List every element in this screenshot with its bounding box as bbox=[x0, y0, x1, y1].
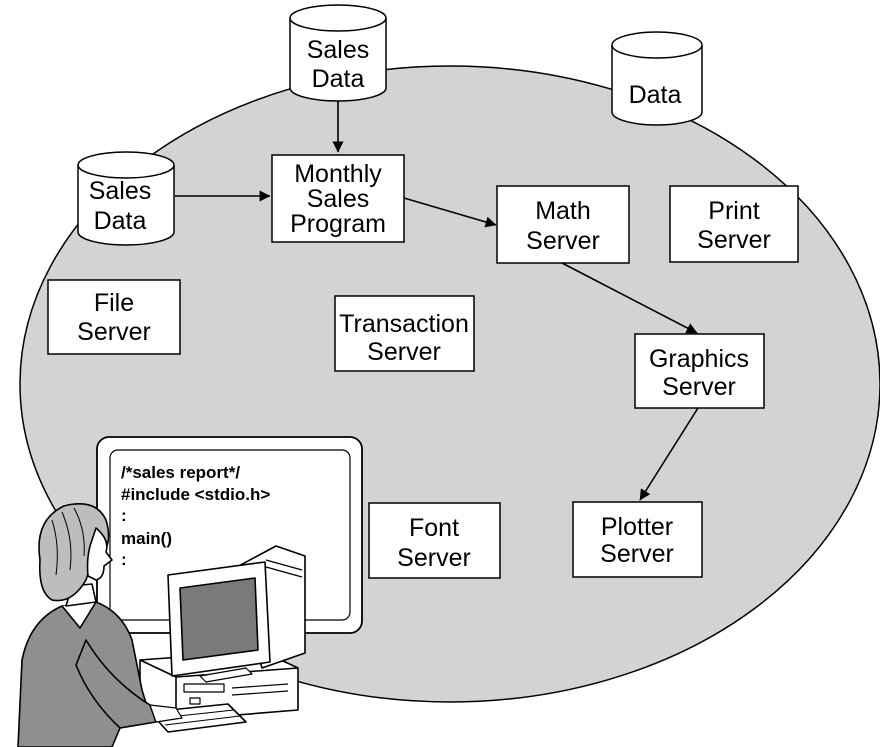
monthly-sales-program-box[interactable]: Monthly Sales Program bbox=[271, 154, 405, 243]
transaction-server-label-line1: Transaction bbox=[339, 310, 469, 338]
graphics-server-label-line1: Graphics bbox=[649, 345, 749, 373]
transaction-server-box[interactable]: Transaction Server bbox=[334, 295, 475, 372]
transaction-server-label-line2: Server bbox=[367, 338, 441, 366]
sales-data-top-label-line1: Sales bbox=[307, 36, 370, 64]
edge-math-server-to-graphics-server bbox=[561, 262, 698, 334]
graphics-server-label-line2: Server bbox=[662, 373, 736, 401]
graphics-server-box[interactable]: Graphics Server bbox=[634, 333, 765, 409]
sales-data-left-database[interactable]: Sales Data bbox=[77, 151, 175, 246]
plotter-server-box[interactable]: Plotter Server bbox=[572, 501, 703, 578]
monthly-sales-program-label-line3: Program bbox=[290, 210, 386, 238]
code-line-4: main() bbox=[121, 529, 172, 548]
math-server-label-line1: Math bbox=[535, 197, 591, 225]
file-server-label-line1: File bbox=[94, 289, 134, 317]
font-server-label-line1: Font bbox=[409, 514, 459, 542]
sales-data-left-label-line2: Data bbox=[94, 207, 147, 235]
edge-monthly-sales-program-to-math-server bbox=[403, 197, 497, 228]
sales-data-top-database[interactable]: Sales Data bbox=[289, 4, 387, 102]
data-database[interactable]: Data bbox=[611, 31, 703, 126]
print-server-label-line1: Print bbox=[708, 197, 759, 225]
code-line-2: #include <stdio.h> bbox=[121, 485, 270, 504]
code-line-1: /*sales report*/ bbox=[121, 463, 240, 482]
data-label: Data bbox=[629, 81, 682, 109]
code-line-3: : bbox=[121, 506, 127, 525]
file-server-label-line2: Server bbox=[77, 318, 151, 346]
plotter-server-label-line1: Plotter bbox=[601, 513, 673, 541]
plotter-server-label-line2: Server bbox=[600, 540, 674, 568]
font-server-label-line2: Server bbox=[397, 544, 471, 572]
file-server-box[interactable]: File Server bbox=[47, 279, 181, 355]
code-line-5: : bbox=[121, 550, 127, 569]
print-server-label-line2: Server bbox=[697, 226, 771, 254]
print-server-box[interactable]: Print Server bbox=[669, 185, 799, 263]
font-server-box[interactable]: Font Server bbox=[368, 502, 501, 579]
user-at-workstation-icon bbox=[17, 503, 183, 747]
math-server-box[interactable]: Math Server bbox=[496, 185, 630, 264]
desktop-computer-icon bbox=[139, 545, 306, 733]
sales-data-top-label-line2: Data bbox=[312, 65, 365, 93]
edge-graphics-server-to-plotter-server bbox=[639, 407, 699, 501]
math-server-label-line2: Server bbox=[526, 227, 600, 255]
monthly-sales-program-label-line1: Monthly bbox=[294, 160, 382, 188]
monthly-sales-program-label-line2: Sales bbox=[307, 185, 370, 213]
sales-data-left-label-line1: Sales bbox=[89, 177, 152, 205]
